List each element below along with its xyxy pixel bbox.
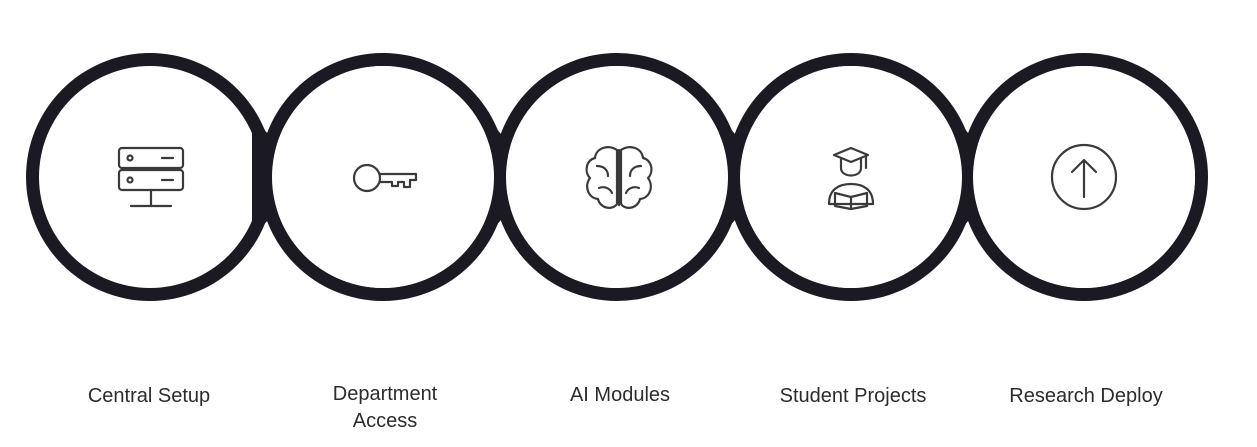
server-icon	[117, 146, 185, 208]
graduate-icon	[827, 146, 875, 211]
step-label-student-projects: Student Projects	[779, 385, 927, 407]
step-ring-interior-department-access	[272, 66, 494, 288]
step-label-central-setup: Central Setup	[87, 385, 211, 407]
step-label-ai-modules: AI Modules	[569, 384, 671, 406]
brain-icon	[585, 146, 653, 209]
step-ring-central-setup	[26, 53, 274, 301]
step-label-department-access: Department Access	[332, 383, 438, 432]
step-ring-interior-student-projects	[740, 66, 962, 288]
step-label-research-deploy: Research Deploy	[1009, 385, 1163, 407]
key-icon	[352, 163, 418, 193]
arrow-up-circle-icon	[1050, 143, 1118, 211]
